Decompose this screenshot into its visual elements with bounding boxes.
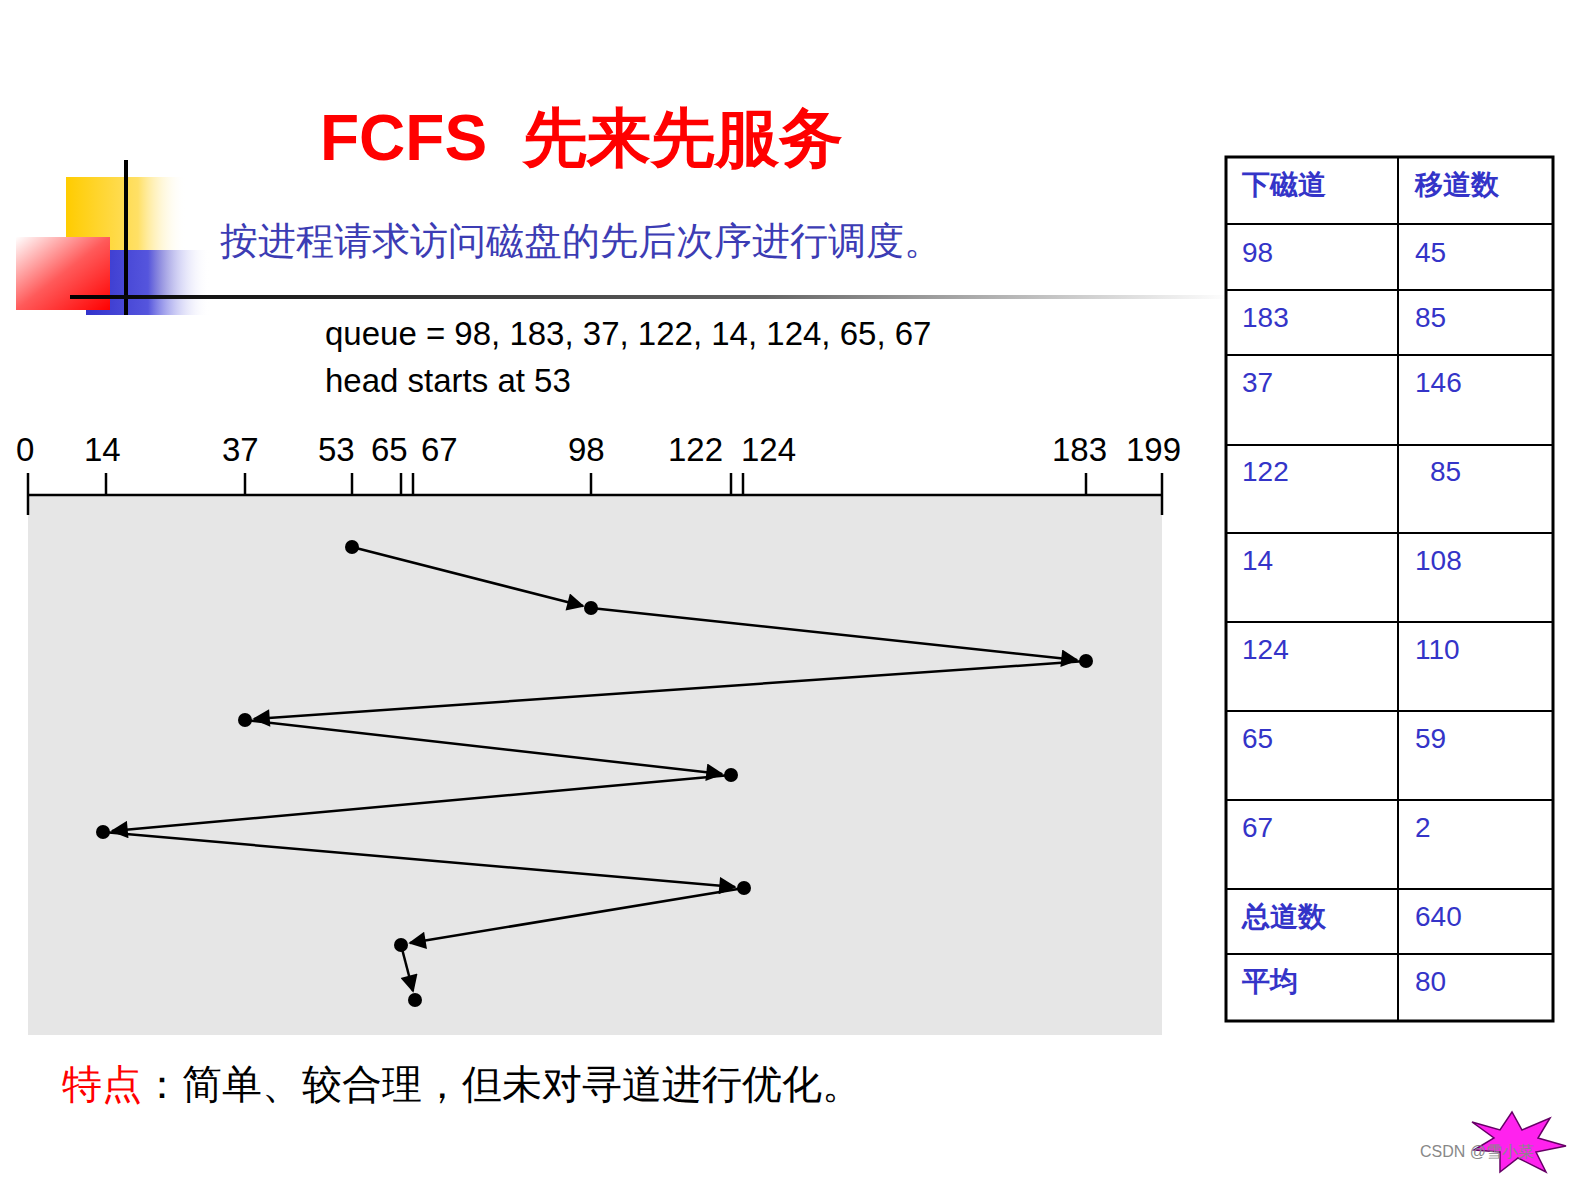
deco-line <box>124 160 128 315</box>
rule-line <box>70 295 1230 299</box>
axis <box>28 473 1162 515</box>
table-cell: 平均 <box>1242 965 1298 999</box>
axis-number: 199 <box>1126 430 1181 470</box>
table-cell: 85 <box>1430 455 1461 489</box>
axis-number: 53 <box>318 430 355 470</box>
table-cell: 98 <box>1242 236 1273 270</box>
table-cell: 45 <box>1415 236 1446 270</box>
table-cell: 80 <box>1415 965 1446 999</box>
axis-number: 183 <box>1052 430 1107 470</box>
table-cell: 14 <box>1242 544 1273 578</box>
table-grid <box>1226 157 1553 1021</box>
axis-number: 37 <box>222 430 259 470</box>
table-cell: 下磁道 <box>1242 168 1326 202</box>
table-cell: 146 <box>1415 366 1462 400</box>
deco-red <box>16 237 110 310</box>
seek-dots <box>96 540 1093 1007</box>
axis-number: 122 <box>668 430 723 470</box>
seek-path <box>103 547 1086 991</box>
queue-text: queue = 98, 183, 37, 122, 14, 124, 65, 6… <box>325 314 931 354</box>
watermark: CSDN @雪小菜 <box>1420 1142 1534 1161</box>
feature-label: 特点 <box>62 1060 142 1108</box>
table-cell: 移道数 <box>1415 168 1499 202</box>
table-cell: 110 <box>1415 633 1460 667</box>
table-cell: 124 <box>1242 633 1289 667</box>
table-cell: 总道数 <box>1242 900 1326 934</box>
feature-text: ：简单、较合理，但未对寻道进行优化。 <box>142 1060 862 1108</box>
axis-number: 65 <box>371 430 408 470</box>
table-cell: 183 <box>1242 301 1289 335</box>
table-cell: 37 <box>1242 366 1273 400</box>
axis-number: 0 <box>16 430 34 470</box>
table-cell: 59 <box>1415 722 1446 756</box>
table-cell: 2 <box>1415 811 1431 845</box>
chart-ground <box>28 495 1162 1035</box>
axis-number: 67 <box>421 430 458 470</box>
axis-number: 14 <box>84 430 121 470</box>
axis-number: 124 <box>741 430 796 470</box>
table-cell: 122 <box>1242 455 1289 489</box>
slide-title: FCFS 先来先服务 <box>320 98 843 178</box>
table-cell: 85 <box>1415 301 1446 335</box>
head-text: head starts at 53 <box>325 361 571 401</box>
axis-number: 98 <box>568 430 605 470</box>
table-cell: 67 <box>1242 811 1273 845</box>
table-cell: 108 <box>1415 544 1462 578</box>
subtitle: 按进程请求访问磁盘的先后次序进行调度。 <box>220 218 942 264</box>
table-cell: 65 <box>1242 722 1273 756</box>
star-decoration <box>1472 1112 1566 1172</box>
table-cell: 640 <box>1415 900 1462 934</box>
